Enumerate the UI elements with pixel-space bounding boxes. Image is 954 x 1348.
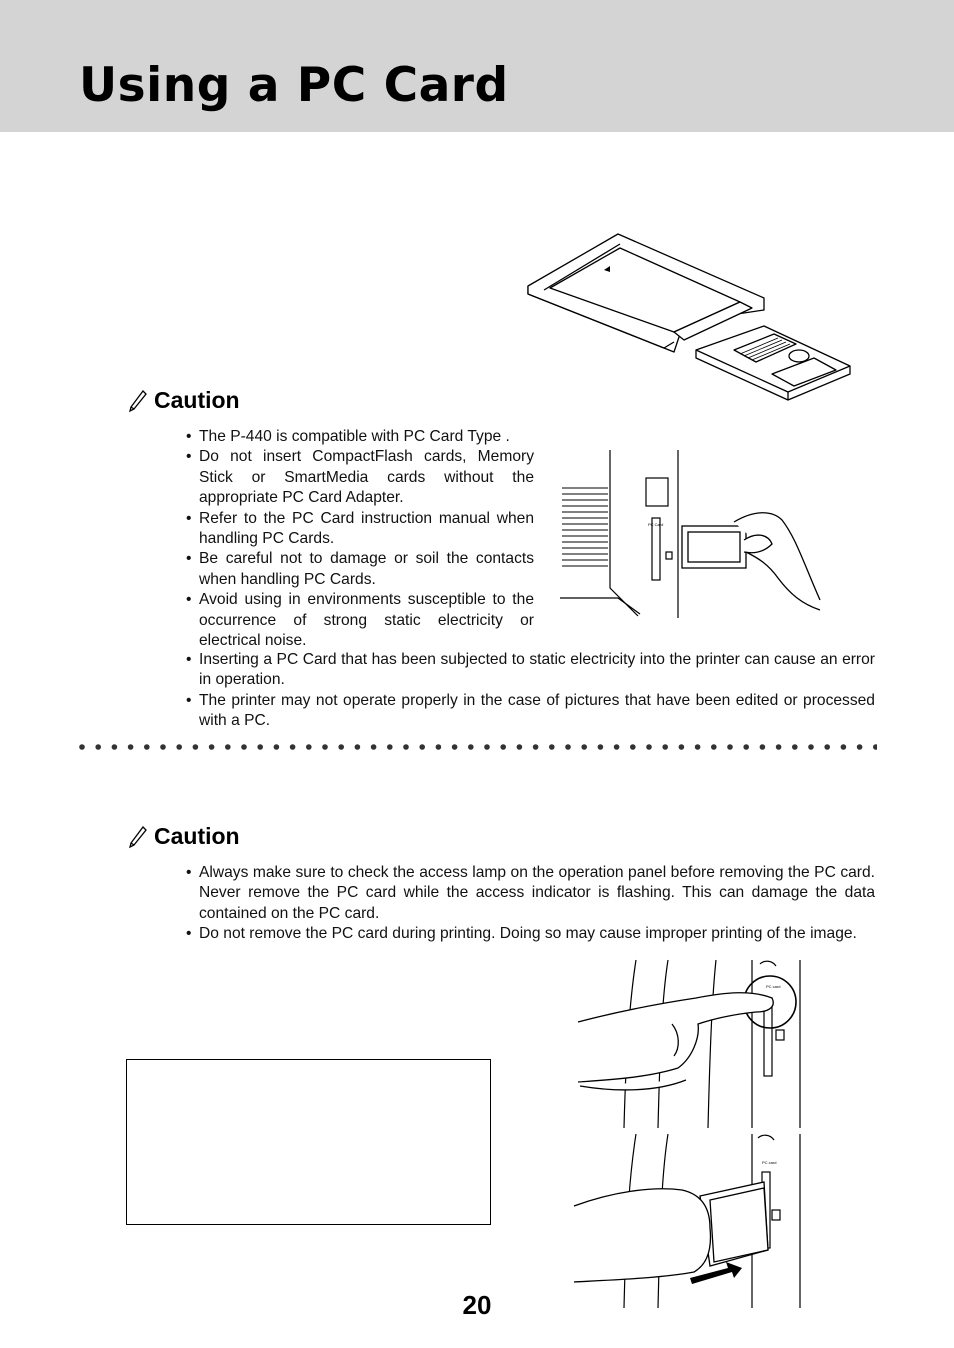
divider-dot [354, 744, 361, 750]
divider-dot [160, 744, 166, 750]
pencil-icon [129, 825, 147, 848]
divider-dot [370, 744, 377, 750]
divider-dot [306, 744, 312, 750]
caution-item: Be careful not to damage or soil the con… [184, 549, 534, 590]
divider-dot [840, 744, 847, 750]
divider-dot [500, 744, 507, 750]
pencil-icon [129, 389, 147, 412]
divider-dot [565, 744, 571, 750]
divider-dot [792, 744, 798, 750]
caution-item: Do not remove the PC card during printin… [184, 924, 875, 945]
divider-dot [257, 744, 263, 750]
divider-dot [111, 744, 118, 750]
caution-list-1: The P-440 is compatible with PC Card Typ… [184, 427, 534, 651]
divider-dot [468, 744, 474, 750]
caution-heading-2: Caution [128, 823, 240, 850]
divider-dot [192, 744, 199, 750]
page-number: 20 [462, 1290, 492, 1320]
divider-dot [322, 744, 328, 750]
divider-dot [225, 744, 231, 750]
divider-dot [338, 744, 345, 750]
divider-dot [613, 744, 620, 750]
divider-dot [678, 744, 685, 750]
divider-dot [873, 744, 877, 750]
card-insertion-illustration: PC Card [560, 450, 821, 618]
divider-dot [451, 744, 458, 750]
divider-dot [711, 744, 717, 750]
divider-dot [532, 744, 539, 750]
note-box [126, 1059, 491, 1225]
divider-dot [144, 744, 150, 750]
divider-dot [759, 744, 766, 750]
divider-dot [176, 744, 182, 750]
divider-dot [484, 744, 490, 750]
caution-heading-1: Caution [128, 387, 240, 414]
divider-dot [824, 744, 830, 750]
slot-label: PC card [766, 984, 780, 989]
divider-dot [241, 744, 247, 750]
divider-dot [208, 744, 215, 750]
divider-dot [662, 744, 668, 750]
divider-dot [516, 744, 523, 750]
caution-item: The printer may not operate properly in … [184, 691, 875, 732]
slot-label: PC Card [648, 522, 663, 527]
divider-dot [435, 744, 442, 750]
caution-item: Refer to the PC Card instruction manual … [184, 509, 534, 550]
header-band [0, 0, 954, 132]
dotted-divider [79, 744, 877, 750]
divider-dot [597, 744, 604, 750]
divider-dot [581, 744, 587, 750]
caution-item: Inserting a PC Card that has been subjec… [184, 650, 875, 691]
divider-dot [95, 744, 101, 750]
caution-item: The P-440 is compatible with PC Card Typ… [184, 427, 534, 448]
caution-item: Do not insert CompactFlash cards, Memory… [184, 447, 534, 508]
caution-label: Caution [154, 387, 240, 413]
card-removal-illustration: PC card [573, 1133, 801, 1309]
divider-dot [646, 744, 652, 750]
page-title: Using a PC Card [79, 58, 509, 113]
divider-dot [289, 744, 296, 750]
caution-list-2: Always make sure to check the access lam… [184, 863, 875, 945]
divider-dot [775, 744, 782, 750]
caution-item: Avoid using in environments susceptible … [184, 590, 534, 651]
pc-card-adapter-illustration [527, 233, 851, 401]
slot-label: PC card [762, 1160, 776, 1165]
divider-dot [630, 744, 636, 750]
access-lamp-illustration: PC card [577, 959, 801, 1129]
divider-dot [856, 744, 863, 750]
divider-dot [743, 744, 749, 750]
divider-dot [808, 744, 814, 750]
caution-list-1-continued: Inserting a PC Card that has been subjec… [184, 650, 875, 732]
caution-item: Always make sure to check the access lam… [184, 863, 875, 924]
divider-dot [79, 744, 85, 750]
divider-dot [127, 744, 134, 750]
divider-dot [694, 744, 701, 750]
divider-dot [387, 744, 393, 750]
caution-label: Caution [154, 823, 240, 849]
divider-dot [273, 744, 280, 750]
divider-dot [419, 744, 426, 750]
divider-dot [403, 744, 409, 750]
divider-dot [727, 744, 733, 750]
divider-dot [549, 744, 555, 750]
